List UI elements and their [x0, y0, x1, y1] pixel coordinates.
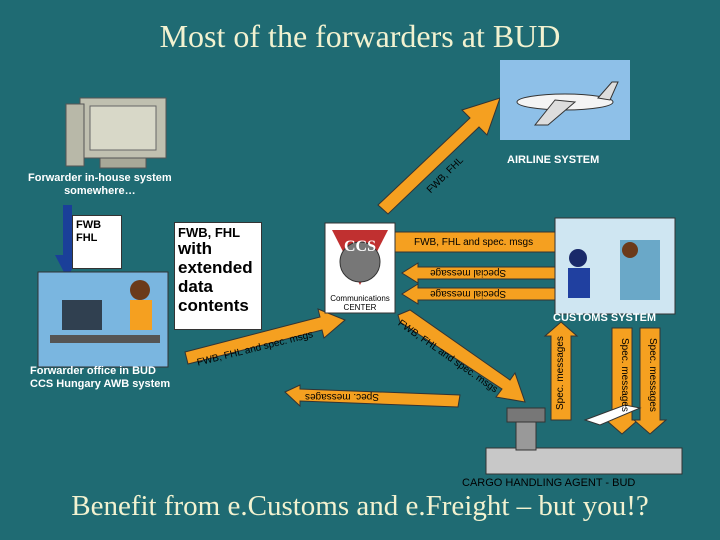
extended-card-body: with extended data contents	[178, 239, 253, 315]
arrow-agent-to-customs	[543, 321, 579, 421]
airplane-icon	[500, 60, 630, 140]
arrow-label-from-customs-2: Special message	[430, 288, 507, 299]
arrow-label-from-customs-1: Special message	[430, 267, 507, 278]
arrow-label-to-customs: FWB, FHL and spec. msgs	[414, 237, 534, 248]
forwarder-office-label: Forwarder office in BUD CCS Hungary AWB …	[30, 365, 171, 390]
arrow-from-customs-2	[401, 283, 561, 305]
arrow-label-customs-agent-2: Spec. messages	[647, 338, 658, 412]
computer-icon	[65, 97, 167, 169]
cargo-agent-label: CARGO HANDLING AGENT - BUD	[462, 477, 636, 489]
customs-office-icon	[554, 217, 676, 315]
arrow-label-agent-to-customs: Spec. messages	[555, 336, 566, 410]
arrow-label-customs-agent-1: Spec. messages	[619, 338, 630, 412]
arrow-down-shaft	[63, 205, 72, 255]
page-title: Most of the forwarders at BUD	[159, 18, 561, 54]
ccs-logo-icon	[324, 222, 396, 314]
arrow-from-customs-1	[401, 262, 561, 284]
airline-label: AIRLINE SYSTEM	[507, 154, 600, 166]
arrow-agent-to-office	[284, 384, 461, 408]
forwarder-inhouse-label: Forwarder in-house system somewhere…	[28, 172, 172, 197]
office-person-icon	[37, 271, 169, 368]
arrow-office-to-center	[184, 308, 346, 365]
arrow-center-to-agent	[397, 309, 526, 403]
airport-icon	[485, 404, 683, 475]
footer-caption: Benefit from e.Customs and e.Freight – b…	[71, 490, 649, 522]
arrow-customs-agent-2	[632, 327, 668, 435]
extended-data-card: FWB, FHL with extended data contents	[174, 222, 262, 330]
comm-center-label: Communications CENTER	[330, 294, 390, 312]
customs-label: CUSTOMS SYSTEM	[553, 312, 657, 324]
arrow-label-agent-to-office: Spec. messages	[305, 391, 379, 402]
fwb-fhl-card: FWB FHL	[72, 215, 122, 269]
extended-card-heading: FWB, FHL	[178, 225, 241, 240]
arrow-to-airline	[377, 97, 501, 215]
ccs-logo-text: CCS	[343, 238, 376, 255]
